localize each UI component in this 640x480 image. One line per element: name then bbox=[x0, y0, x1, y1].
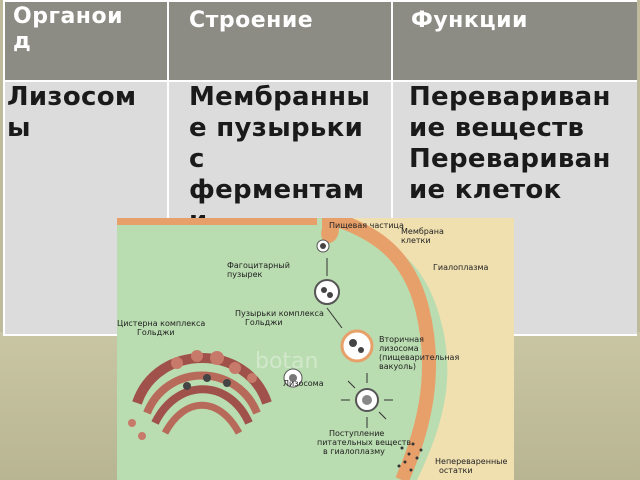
nutrient-arrows bbox=[341, 373, 393, 428]
header-structure: Строение bbox=[169, 2, 391, 80]
column-divider bbox=[167, 2, 169, 334]
header-structure-text: Строение bbox=[189, 8, 314, 33]
header-functions: Функции bbox=[393, 2, 637, 80]
label-hyaloplasm: Гиалоплазма bbox=[433, 263, 489, 272]
column-divider bbox=[391, 2, 393, 334]
header-organoid: Органои д bbox=[5, 2, 167, 80]
header-functions-text: Функции bbox=[411, 8, 528, 33]
secondary-particle bbox=[349, 339, 357, 347]
phagocytic-vesicle bbox=[314, 279, 340, 305]
cell-functions: Перевариван ие веществ Перевариван ие кл… bbox=[393, 82, 637, 334]
undigested-remnants bbox=[397, 442, 423, 472]
label-lysosome: Лизосома bbox=[283, 379, 324, 388]
secondary-lysosome bbox=[340, 329, 374, 363]
hyaloplasm-area bbox=[339, 218, 514, 480]
lysosome-core bbox=[289, 374, 297, 382]
golgi-complex bbox=[128, 350, 272, 440]
header-divider bbox=[5, 80, 635, 82]
watermark: botan bbox=[255, 349, 318, 374]
cell-functions-text: Перевариван ие веществ Перевариван ие кл… bbox=[409, 82, 611, 205]
header-organoid-text: Органои д bbox=[13, 4, 124, 54]
arrow bbox=[326, 307, 343, 329]
digesting-core bbox=[362, 395, 372, 405]
secondary-particle bbox=[358, 347, 364, 353]
cell-structure-text: Мембранны е пузырьки с ферментам и bbox=[189, 82, 371, 236]
label-food: Пищевая частица bbox=[329, 221, 404, 230]
cell-membrane bbox=[329, 218, 436, 480]
cell-organoid-text: Лизосом ы bbox=[7, 82, 137, 143]
phago-particle bbox=[321, 287, 327, 293]
phago-particle bbox=[327, 292, 333, 298]
food-particle-core bbox=[320, 243, 326, 249]
